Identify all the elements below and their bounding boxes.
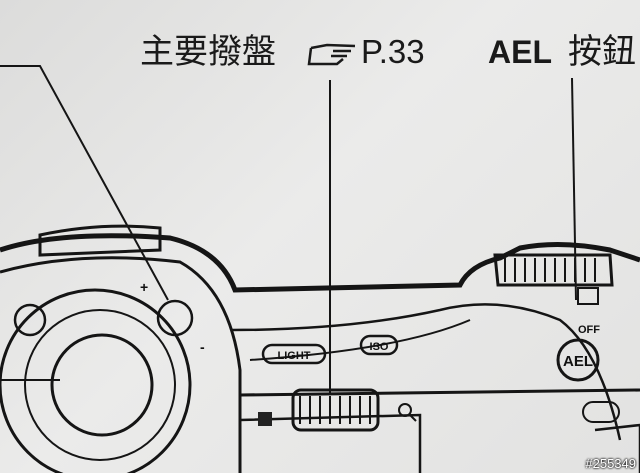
iso-marking: ISO — [370, 341, 389, 353]
ael-button-marking: AEL — [563, 353, 593, 370]
minus-marking: - — [200, 339, 205, 355]
light-marking: LIGHT — [278, 350, 311, 362]
ael-label: AEL — [488, 34, 552, 70]
magnifier-icon — [398, 403, 417, 422]
pointing-hand-icon — [307, 43, 356, 66]
off-marking: OFF — [578, 324, 600, 336]
button-label: 按鈕 — [568, 33, 636, 71]
main-dial-label: 主要撥盤 — [140, 33, 276, 71]
checker-icon — [258, 412, 272, 426]
plus-marking: + — [140, 279, 148, 295]
page-reference: P.33 — [361, 33, 425, 70]
watermark: #255349 — [585, 456, 636, 471]
